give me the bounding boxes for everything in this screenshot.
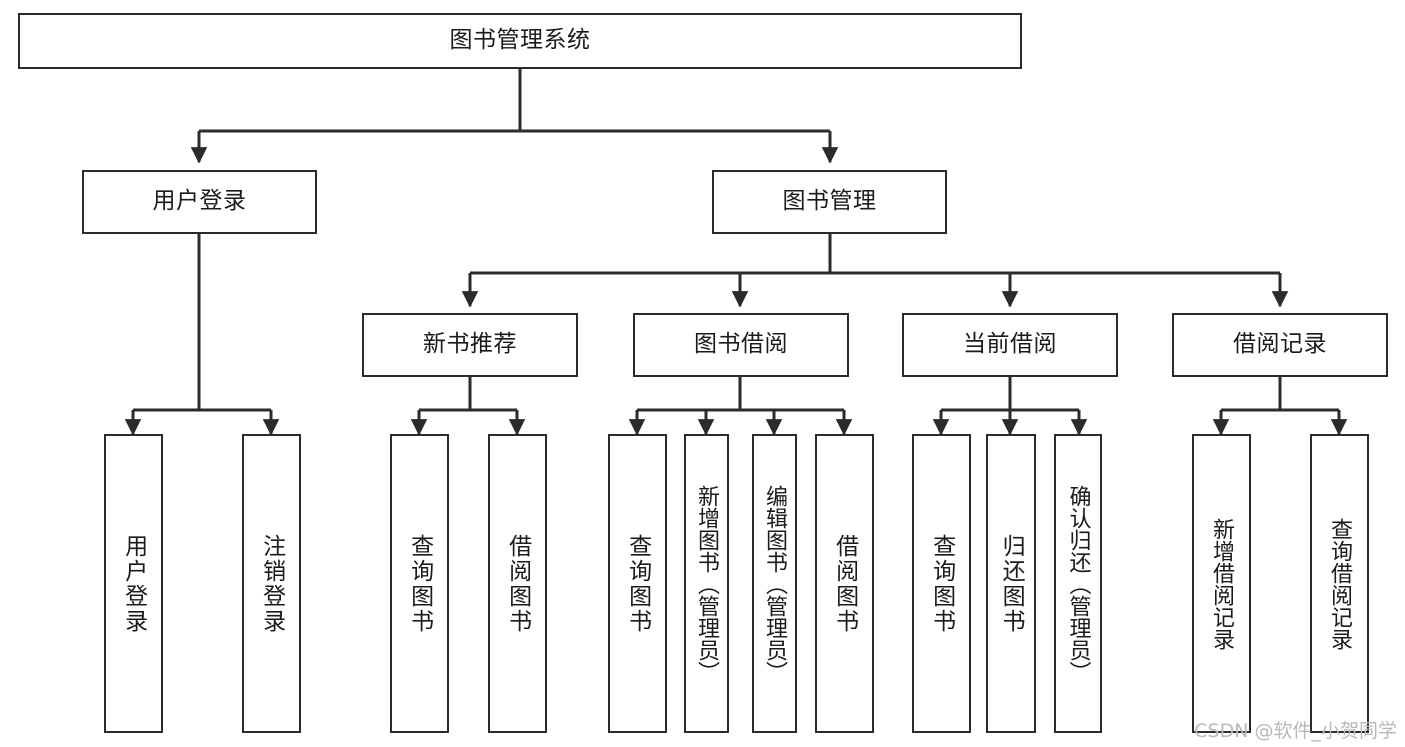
leaf-query-book-borrow[interactable]: 查询图书 (608, 434, 667, 733)
leaf-user-login[interactable]: 用户登录 (104, 434, 163, 733)
node-book-manage[interactable]: 图书管理 (712, 170, 947, 234)
node-label: 图书管理系统 (449, 27, 591, 54)
node-borrow-record[interactable]: 借阅记录 (1172, 313, 1388, 377)
node-label: 编辑图书（管理员） (762, 484, 788, 683)
node-label: 新增图书（管理员） (694, 484, 720, 683)
node-label: 图书管理 (782, 188, 877, 215)
node-label: 借阅记录 (1233, 331, 1327, 358)
leaf-edit-book[interactable]: 编辑图书（管理员） (752, 434, 797, 733)
node-label: 查询借阅记录 (1327, 517, 1353, 650)
node-label: 查询图书 (928, 533, 955, 634)
node-label: 当前借阅 (963, 331, 1057, 358)
leaf-add-book[interactable]: 新增图书（管理员） (684, 434, 729, 733)
node-label: 新增借阅记录 (1209, 517, 1235, 650)
leaf-borrow-book-recommend[interactable]: 借阅图书 (488, 434, 547, 733)
csdn-watermark: CSDN @软件_小贺同学 (1194, 720, 1397, 742)
leaf-query-book-current[interactable]: 查询图书 (912, 434, 971, 733)
node-label: 用户登录 (120, 533, 147, 634)
leaf-query-book-recommend[interactable]: 查询图书 (390, 434, 449, 733)
node-label: 确认归还（管理员） (1065, 484, 1091, 683)
node-current-borrow[interactable]: 当前借阅 (902, 313, 1118, 377)
leaf-return-book[interactable]: 归还图书 (986, 434, 1036, 733)
node-label: 借阅图书 (504, 533, 531, 634)
node-root-system[interactable]: 图书管理系统 (18, 13, 1022, 69)
node-label: 用户登录 (152, 188, 247, 215)
leaf-user-logout[interactable]: 注销登录 (242, 434, 301, 733)
node-new-book-recommend[interactable]: 新书推荐 (362, 313, 578, 377)
node-label: 归还图书 (998, 533, 1025, 634)
node-label: 新书推荐 (423, 331, 517, 358)
node-book-borrow[interactable]: 图书借阅 (633, 313, 849, 377)
node-label: 图书借阅 (694, 331, 788, 358)
leaf-add-borrow-record[interactable]: 新增借阅记录 (1192, 434, 1251, 733)
node-user-login[interactable]: 用户登录 (82, 170, 317, 234)
node-label: 注销登录 (258, 533, 285, 634)
leaf-query-borrow-record[interactable]: 查询借阅记录 (1310, 434, 1369, 733)
leaf-borrow-book[interactable]: 借阅图书 (815, 434, 874, 733)
node-label: 借阅图书 (831, 533, 858, 634)
node-label: 查询图书 (406, 533, 433, 634)
node-label: 查询图书 (624, 533, 651, 634)
leaf-confirm-return[interactable]: 确认归还（管理员） (1054, 434, 1102, 733)
